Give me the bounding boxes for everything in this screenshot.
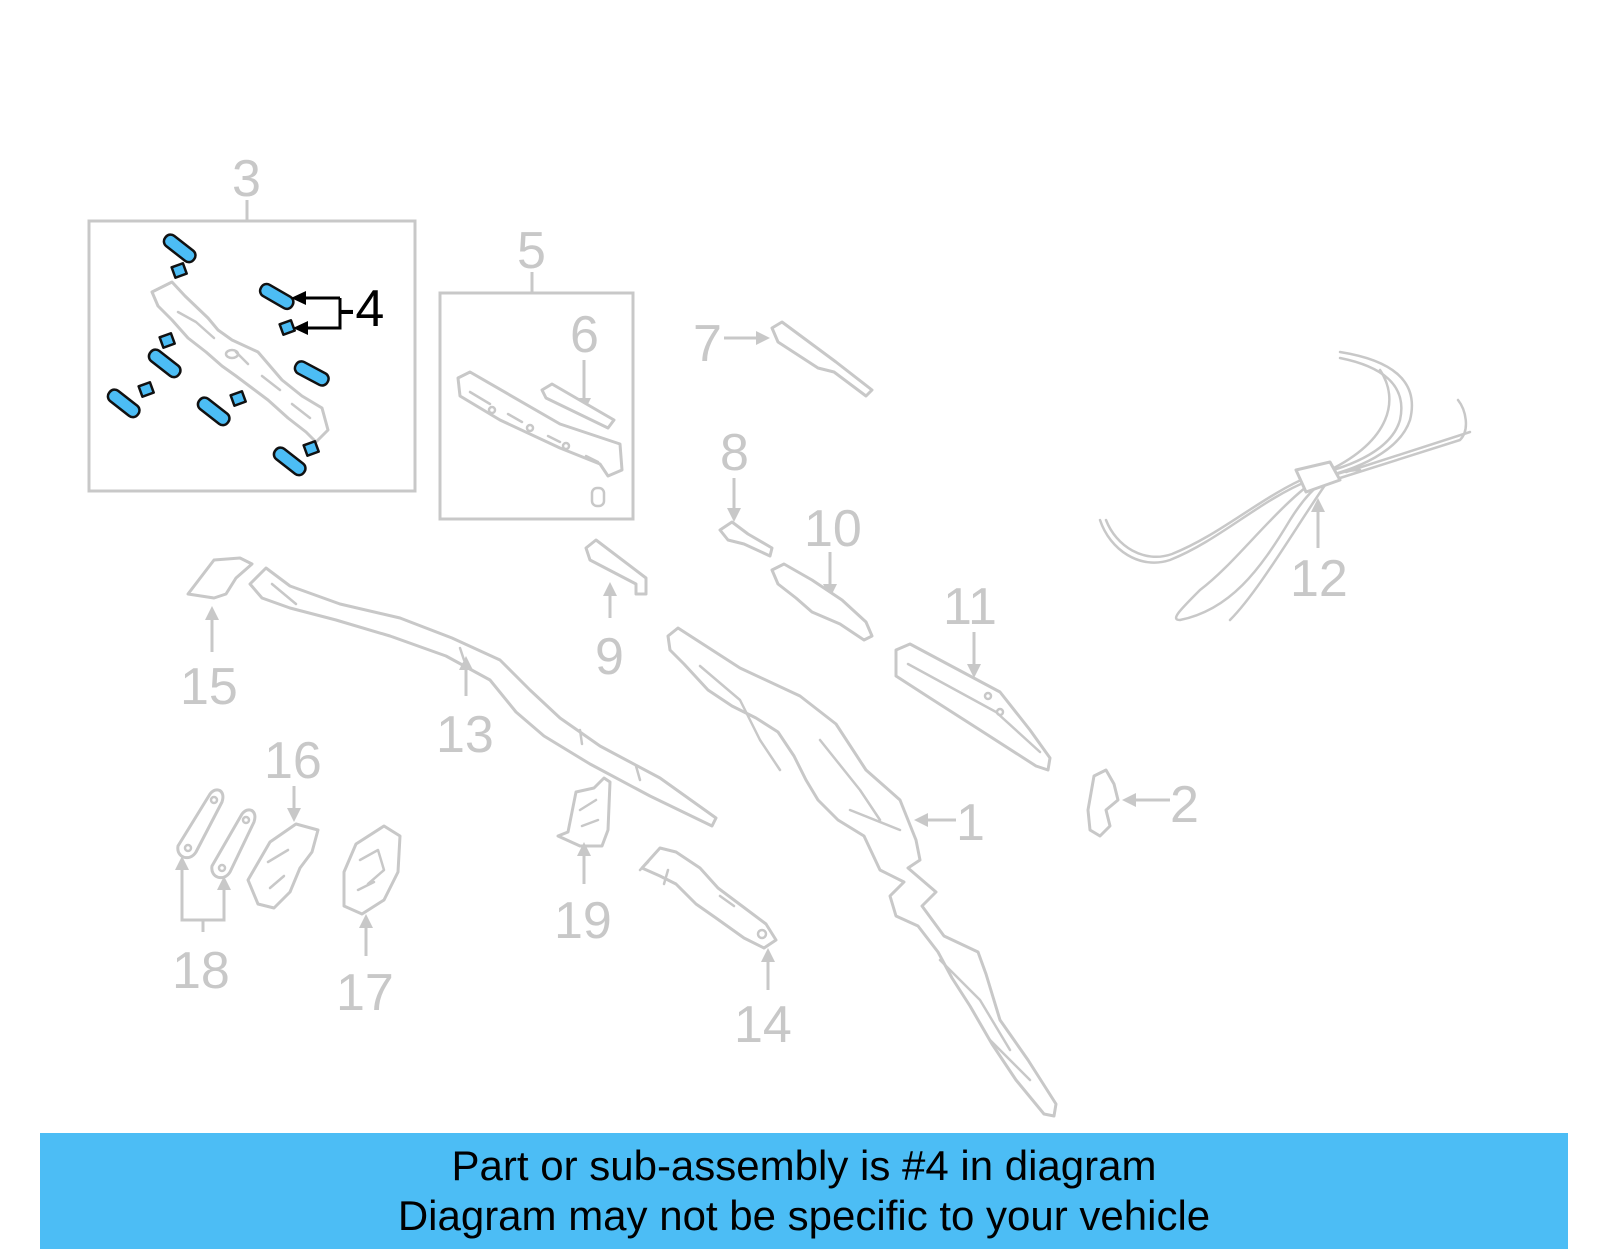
group-5-box (438, 291, 635, 521)
part-17 (342, 824, 402, 916)
part-16-group: 16 (246, 732, 322, 910)
part-17-group: 17 (336, 824, 402, 1022)
part-4-clip[interactable] (170, 261, 188, 279)
group-3: 3 -4 (87, 150, 417, 493)
callout-1[interactable]: 1 (956, 794, 985, 852)
part-4-pad[interactable] (162, 232, 198, 264)
part-15-group: 15 (180, 556, 254, 716)
part-4-clip[interactable] (302, 439, 320, 457)
callout-16[interactable]: 16 (264, 732, 322, 790)
part-5-rail (456, 370, 624, 478)
part-6-strip (540, 382, 616, 430)
callout-10[interactable]: 10 (804, 500, 862, 558)
callout-3[interactable]: 3 (232, 150, 261, 208)
part-10 (770, 562, 874, 642)
part-4-pad[interactable] (293, 359, 331, 387)
callout-11[interactable]: 11 (943, 578, 997, 636)
callout-12[interactable]: 12 (1290, 550, 1348, 608)
part-14 (640, 846, 778, 950)
part-4-clip[interactable] (229, 389, 247, 407)
info-banner: Part or sub-assembly is #4 in diagram Di… (40, 1133, 1568, 1249)
callout-8[interactable]: 8 (720, 424, 749, 482)
part-1-group: 1 (666, 626, 1058, 1118)
part-11-group: 11 (894, 578, 1052, 772)
part-16 (246, 822, 320, 910)
banner-line-2: Diagram may not be specific to your vehi… (397, 1192, 1211, 1239)
callout-18[interactable]: 18 (172, 942, 230, 1000)
part-4-pad[interactable] (272, 445, 308, 477)
part-14-group: 14 (638, 846, 792, 1054)
part-19-group: 19 (554, 776, 612, 950)
callout-9[interactable]: 9 (595, 628, 624, 686)
callout-17[interactable]: 17 (336, 964, 394, 1022)
part-18-plate-a (176, 788, 225, 860)
part-4-pad[interactable] (196, 395, 232, 427)
part-4-clip[interactable] (278, 318, 296, 336)
part-19 (556, 776, 612, 848)
callout-4[interactable]: -4 (338, 280, 384, 338)
part-18-group: 18 (172, 788, 257, 1000)
part-4-pad[interactable] (147, 347, 183, 379)
part-2 (1086, 768, 1120, 838)
group-3-box (87, 219, 417, 493)
callout-5[interactable]: 5 (517, 222, 546, 280)
part-18-plate-b (210, 808, 257, 880)
part-7 (770, 320, 874, 398)
callout-19[interactable]: 19 (554, 892, 612, 950)
part-8 (718, 520, 774, 558)
part-13 (248, 566, 718, 828)
callout-14[interactable]: 14 (734, 996, 792, 1054)
leader-4 (291, 291, 342, 335)
part-4-clip[interactable] (137, 380, 155, 398)
part-4-pads[interactable] (106, 232, 331, 477)
part-11 (894, 642, 1052, 772)
part-8-group: 8 (718, 424, 774, 558)
part-13-group: 13 (248, 566, 718, 828)
part-4-pad[interactable] (106, 387, 142, 419)
part-12-group: 12 (1098, 350, 1472, 622)
part-9 (584, 538, 648, 596)
part-4-clip[interactable] (158, 331, 176, 349)
part-2-group: 2 (1086, 768, 1199, 838)
part-7-group: 7 (693, 315, 874, 398)
part-15 (186, 556, 254, 600)
banner-line-1: Part or sub-assembly is #4 in diagram (451, 1142, 1157, 1189)
callout-13[interactable]: 13 (436, 706, 494, 764)
group-5: 5 6 (438, 222, 635, 521)
callout-6[interactable]: 6 (570, 306, 599, 364)
callout-7[interactable]: 7 (693, 315, 722, 373)
callout-2[interactable]: 2 (1170, 776, 1199, 834)
part-4-pad[interactable] (258, 282, 296, 311)
part-9-group: 9 (584, 538, 648, 686)
part-10-group: 10 (770, 500, 874, 642)
callout-15[interactable]: 15 (180, 658, 238, 716)
